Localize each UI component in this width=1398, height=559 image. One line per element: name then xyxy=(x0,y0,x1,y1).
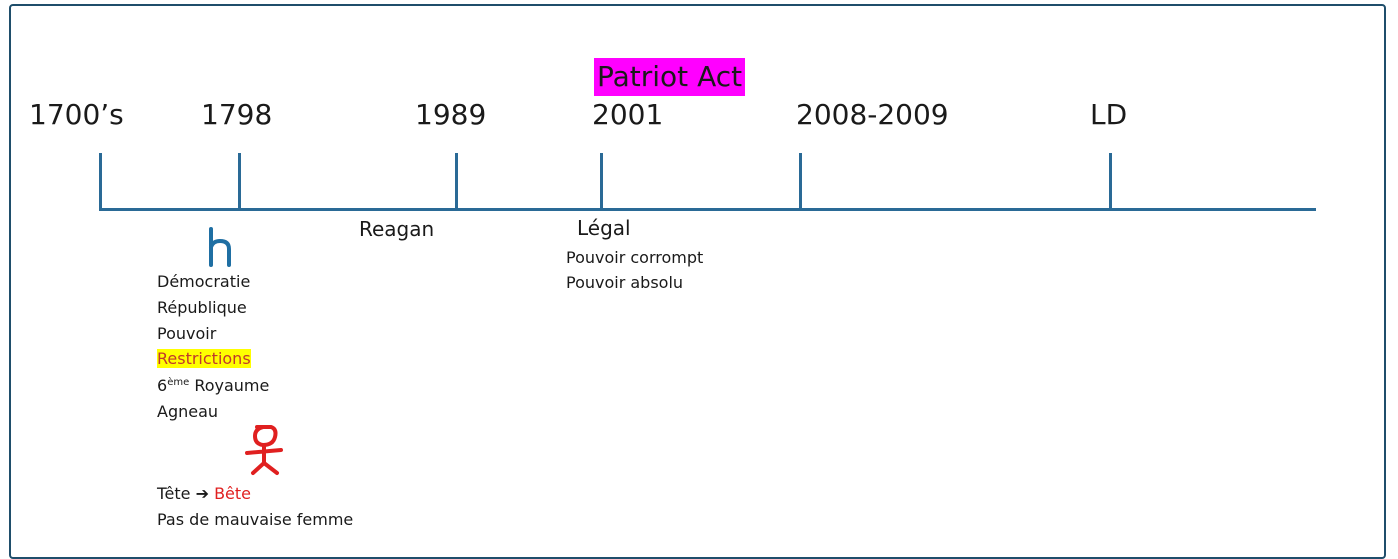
royaume-number: 6 xyxy=(157,376,168,395)
item-democratie: Démocratie xyxy=(157,272,251,291)
legal-line-1: Pouvoir corrompt xyxy=(566,248,704,267)
legal-title: Légal xyxy=(577,216,631,240)
royaume-word: Royaume xyxy=(189,376,270,395)
tick-1798 xyxy=(238,153,241,211)
year-2008-2009: 2008-2009 xyxy=(796,98,949,131)
tick-ld xyxy=(1109,153,1112,211)
red-stick-figure-icon xyxy=(245,425,283,475)
year-1989: 1989 xyxy=(415,98,487,131)
year-1798: 1798 xyxy=(201,98,273,131)
item-republique: République xyxy=(157,298,247,317)
arrow-icon: ➔ xyxy=(195,484,209,503)
year-2001: 2001 xyxy=(592,98,664,131)
patriot-act-label: Patriot Act xyxy=(594,58,746,96)
tick-2001 xyxy=(600,153,603,211)
bete-word: Bête xyxy=(214,484,252,503)
tick-2008-2009 xyxy=(799,153,802,211)
reagan-label: Reagan xyxy=(359,217,435,241)
item-restrictions: Restrictions xyxy=(157,348,251,369)
item-agneau: Agneau xyxy=(157,402,219,421)
tick-1700s xyxy=(99,153,102,211)
tete-word: Tête xyxy=(157,484,191,503)
year-1700s: 1700’s xyxy=(29,98,124,131)
year-ld: LD xyxy=(1090,98,1128,131)
restrictions-highlight: Restrictions xyxy=(157,349,251,368)
royaume-superscript: ème xyxy=(167,377,190,388)
tick-1989 xyxy=(455,153,458,211)
timeline-axis xyxy=(100,208,1316,211)
item-tete-bete: Tête ➔ Bête xyxy=(157,483,251,504)
item-royaume: 6ème Royaume xyxy=(157,375,269,396)
blue-h-glyph xyxy=(209,227,231,267)
legal-line-2: Pouvoir absolu xyxy=(566,273,684,292)
item-mauvaise-femme: Pas de mauvaise femme xyxy=(157,510,354,529)
item-pouvoir: Pouvoir xyxy=(157,324,217,343)
